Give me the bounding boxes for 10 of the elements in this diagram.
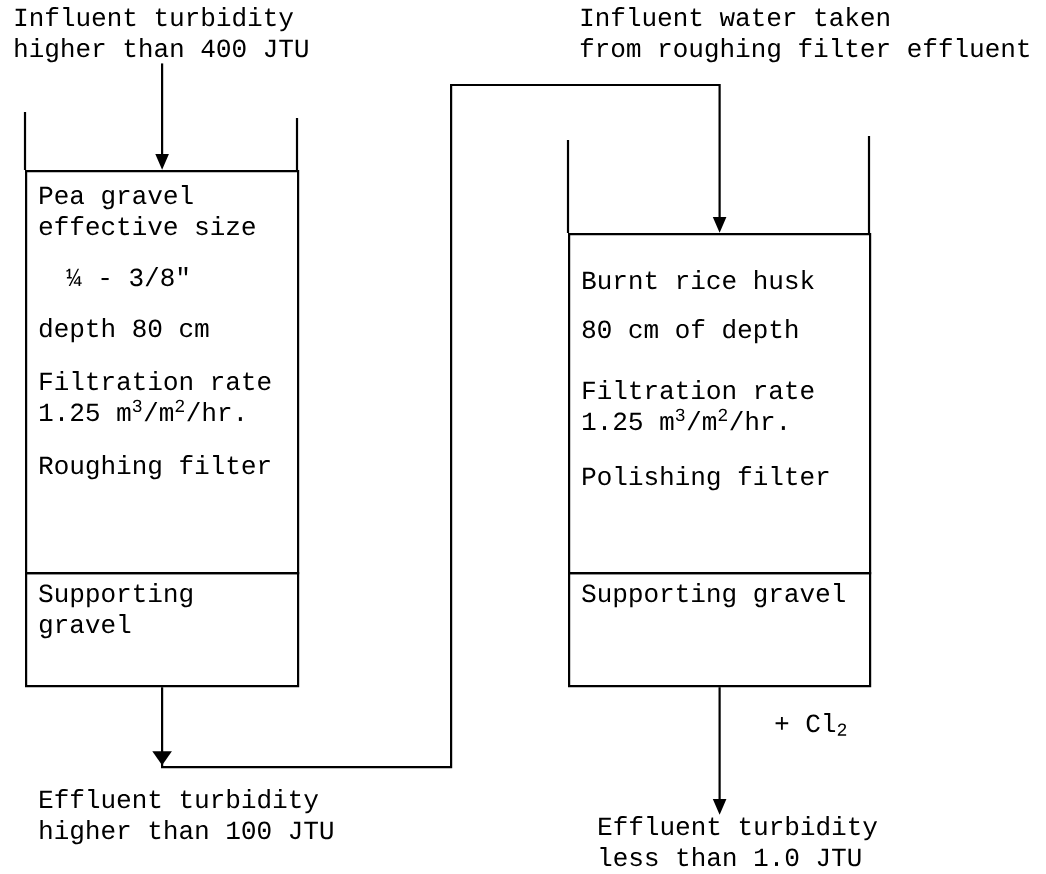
inflow-note: Influent turbidity higher than 400 JTU (15, 7, 308, 63)
chlorine-dose-text: + Cl$_{2}$ (775, 713, 847, 736)
note-text: Effluent turbidity higher than 100 JTU (40, 789, 333, 845)
flow-arrow (152, 83, 727, 769)
supporting-gravel-box: Supporting gravel (568, 572, 872, 688)
filter-media-box: Pea gravel effective size ¼ - 3/8" depth 80 cm Filtration rate 1.25 m$^{3}$/m$^{2}$/hr. Roughing filter (25, 170, 300, 575)
supporting-gravel-box: Supporting gravel (25, 572, 300, 688)
note-text: Influent water taken from roughing filter effluent (580, 7, 1029, 63)
outflow-note: Effluent turbidity less than 1.0 JTU (599, 816, 878, 867)
filter-media-box: Burnt rice husk 80 cm of depth Filtration rate 1.25 m$^{3}$/m$^{2}$/hr. Polishing filter (568, 233, 872, 575)
